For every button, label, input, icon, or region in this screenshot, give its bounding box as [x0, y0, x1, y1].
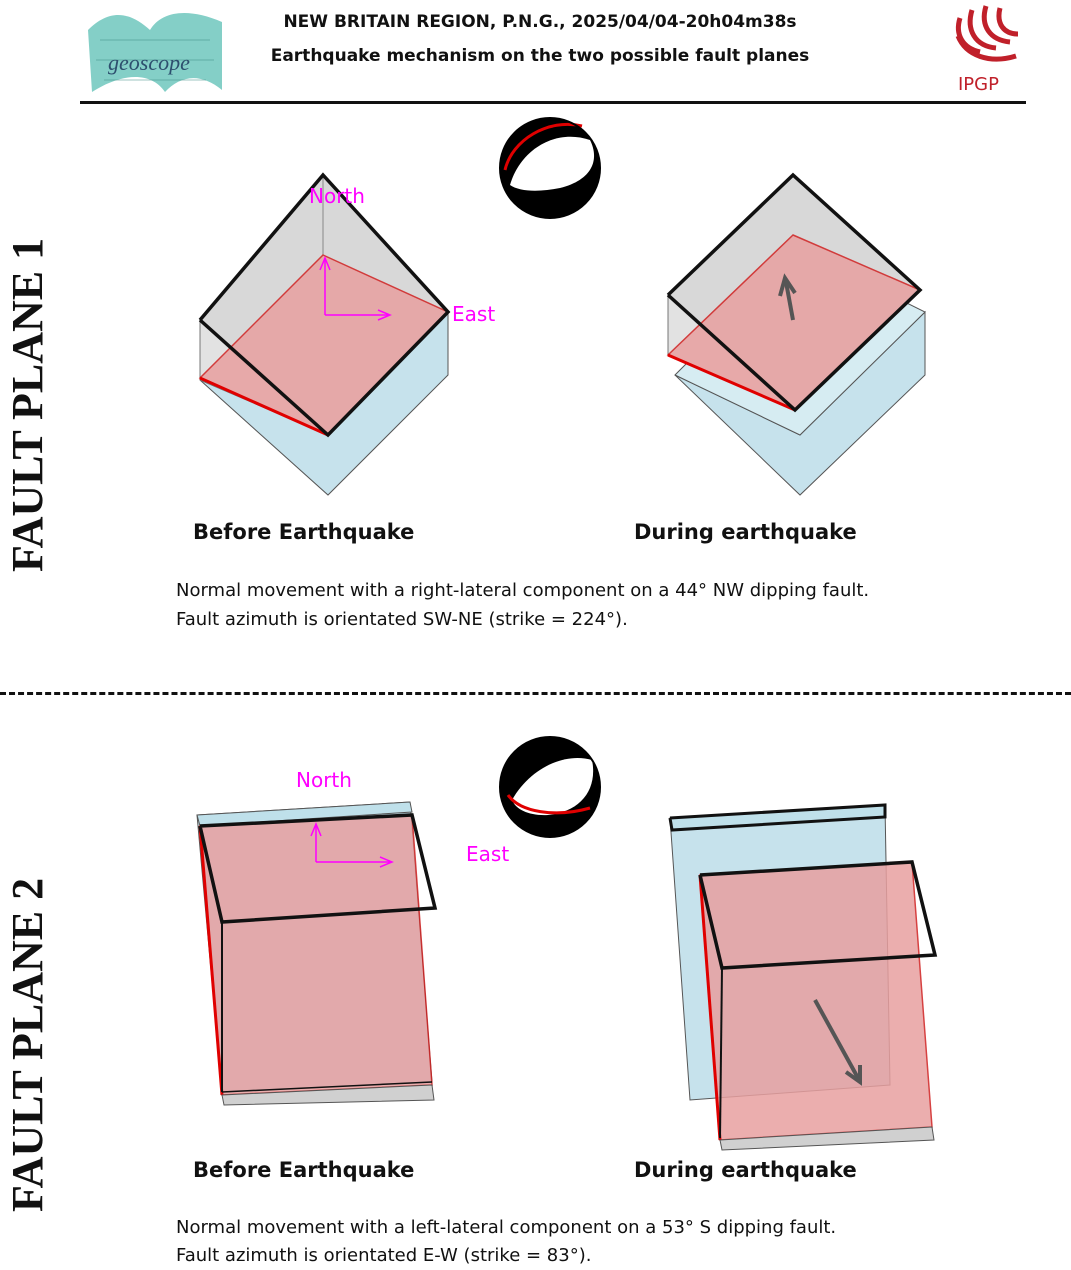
- ipgp-logo-text: IPGP: [958, 74, 999, 95]
- fp1-compass-arrows: [319, 256, 392, 321]
- fault-plane-1-label: FAULT PLANE 1: [3, 237, 52, 572]
- fp1-before-caption: Before Earthquake: [193, 520, 415, 544]
- fault-plane-2-label: FAULT PLANE 2: [3, 877, 52, 1212]
- fp2-description-line1: Normal movement with a left-lateral comp…: [176, 1217, 837, 1238]
- page-subtitle: Earthquake mechanism on the two possible…: [270, 46, 810, 66]
- fp1-slip-arrow: [778, 273, 797, 321]
- fp1-during-caption: During earthquake: [634, 520, 857, 544]
- page-title: NEW BRITAIN REGION, P.N.G., 2025/04/04-2…: [283, 12, 797, 32]
- fp1-east-label: East: [452, 302, 496, 326]
- fp2-during-caption: During earthquake: [634, 1158, 857, 1182]
- fp2-description-line2: Fault azimuth is orientated E-W (strike …: [176, 1245, 592, 1266]
- fp2-slip-arrow: [813, 999, 862, 1086]
- header-rule: [80, 101, 1026, 104]
- fp1-description-line2: Fault azimuth is orientated SW-NE (strik…: [176, 609, 628, 630]
- ipgp-logo: [955, 5, 1019, 62]
- fp2-north-label: North: [296, 768, 352, 792]
- fp2-beachball: [499, 736, 601, 838]
- geoscope-logo: [88, 12, 222, 92]
- fp2-before-block: [196, 801, 438, 1106]
- fp1-north-label: North: [309, 184, 365, 208]
- fp1-beachball: [499, 117, 601, 219]
- fp2-during-block: [668, 803, 938, 1151]
- geoscope-logo-text: geoscope: [108, 50, 190, 75]
- fp2-east-label: East: [466, 842, 510, 866]
- fp1-before-block: [198, 172, 451, 496]
- fp1-during-block: [666, 172, 926, 496]
- section-divider: [0, 692, 1071, 695]
- fp2-before-caption: Before Earthquake: [193, 1158, 415, 1182]
- fp2-compass-arrows: [310, 822, 394, 868]
- fp1-description-line1: Normal movement with a right-lateral com…: [176, 580, 870, 601]
